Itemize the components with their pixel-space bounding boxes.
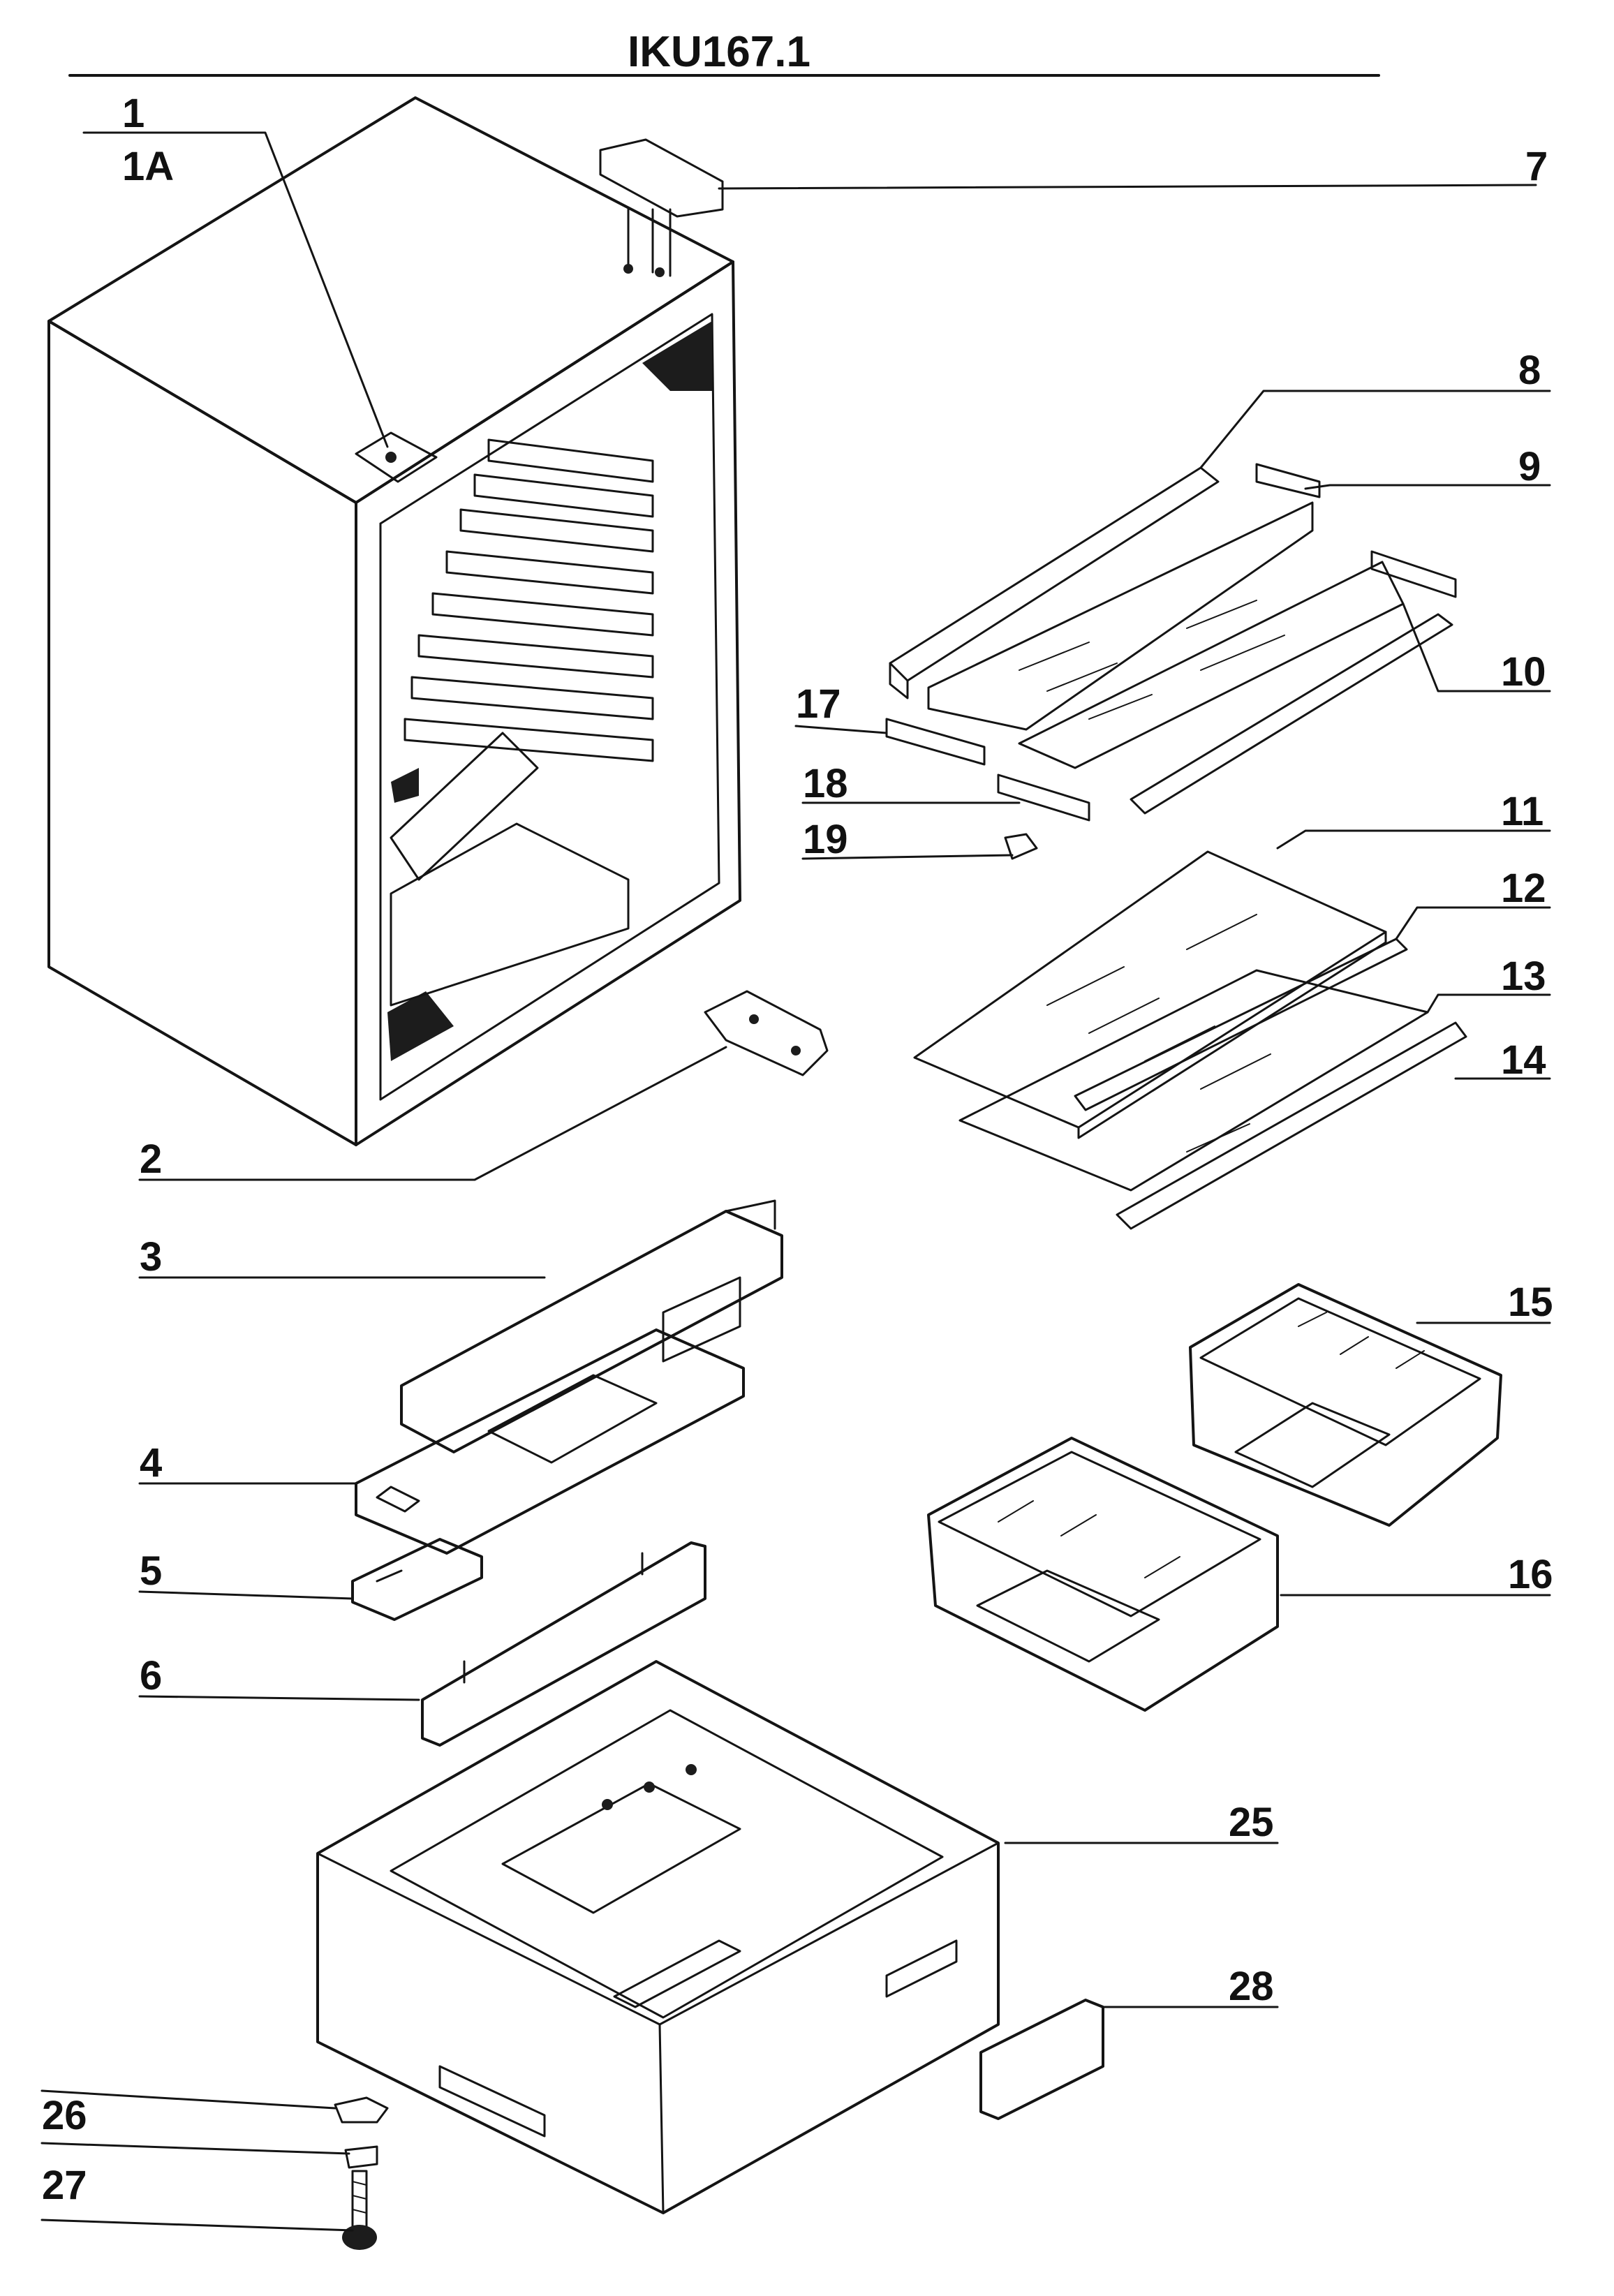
interior-shadow-top — [642, 321, 712, 391]
part-7-hinge — [599, 138, 724, 277]
part-16-box — [927, 1437, 1279, 1712]
callout-28: 28 — [1229, 1964, 1274, 2009]
part-4-tray — [355, 1328, 745, 1555]
diagram-title: IKU167.1 — [628, 28, 810, 76]
callout-5: 5 — [140, 1548, 162, 1594]
part-9-clip-b — [1370, 550, 1457, 598]
part-3-control-housing — [400, 1199, 783, 1464]
callout-3: 3 — [140, 1234, 162, 1280]
callout-4: 4 — [140, 1440, 162, 1486]
part-10-rail — [1130, 613, 1453, 815]
part-15-box — [1189, 1283, 1502, 1527]
part-5-block — [351, 1538, 483, 1621]
callout-1a: 1A — [122, 144, 174, 189]
leader-lines — [40, 131, 1551, 2232]
callout-7: 7 — [1525, 144, 1548, 189]
part-25-plinth — [316, 1660, 1000, 2214]
part-14-rail — [1116, 1021, 1467, 1230]
callout-14: 14 — [1501, 1037, 1546, 1083]
callout-12: 12 — [1501, 866, 1546, 911]
interior-crisper-recess — [390, 822, 630, 1007]
callout-27: 27 — [42, 2163, 87, 2208]
part-18-clip — [997, 773, 1090, 822]
top-hinge-1 — [355, 431, 438, 483]
callout-2: 2 — [140, 1136, 162, 1182]
callout-6: 6 — [140, 1653, 162, 1698]
callout-9: 9 — [1518, 444, 1541, 489]
callout-25: 25 — [1229, 1800, 1274, 1845]
shelf-supports — [404, 438, 654, 762]
interior-shadow-mid — [391, 768, 419, 803]
cabinet-front-frame — [355, 260, 741, 1146]
callout-13: 13 — [1501, 954, 1546, 999]
callout-10: 10 — [1501, 649, 1546, 695]
part-27-screw — [342, 2170, 377, 2250]
part-8-rail — [889, 466, 1220, 682]
cabinet-side-panel — [47, 320, 357, 1146]
callouts: 1 1A 7 8 9 10 17 18 19 11 12 13 14 2 3 4… — [42, 91, 1553, 2208]
callout-26: 26 — [42, 2093, 87, 2138]
interior-shadow-left — [387, 991, 454, 1061]
part-11-glass-shelf — [913, 850, 1387, 1129]
cabinet-interior-opening — [379, 313, 720, 1101]
callout-18: 18 — [803, 761, 848, 806]
callout-1: 1 — [122, 91, 145, 136]
part-19-pin — [1004, 833, 1038, 860]
part-26-foot-cap — [334, 2096, 389, 2169]
cabinet-body — [47, 96, 741, 1146]
callout-16: 16 — [1508, 1552, 1553, 1597]
part-13-glass-shelf — [958, 969, 1429, 1192]
part-2-hinge — [704, 990, 829, 1076]
glass-shelf-right — [1018, 561, 1405, 769]
part-17-clip — [885, 718, 986, 766]
glass-shelf-left — [927, 501, 1314, 731]
shelf-rails-group — [885, 463, 1457, 860]
part-28-panel — [979, 1999, 1104, 2120]
callout-19: 19 — [803, 817, 848, 862]
callout-11: 11 — [1501, 789, 1543, 834]
interior-step — [390, 732, 539, 881]
callout-8: 8 — [1518, 348, 1541, 393]
part-9-clip-a — [1255, 463, 1321, 498]
glass-shelves-group — [913, 850, 1467, 1230]
callout-17: 17 — [796, 681, 841, 727]
part-12-rail — [1074, 938, 1408, 1111]
part-6-bar — [421, 1541, 706, 1747]
callout-15: 15 — [1508, 1280, 1553, 1325]
